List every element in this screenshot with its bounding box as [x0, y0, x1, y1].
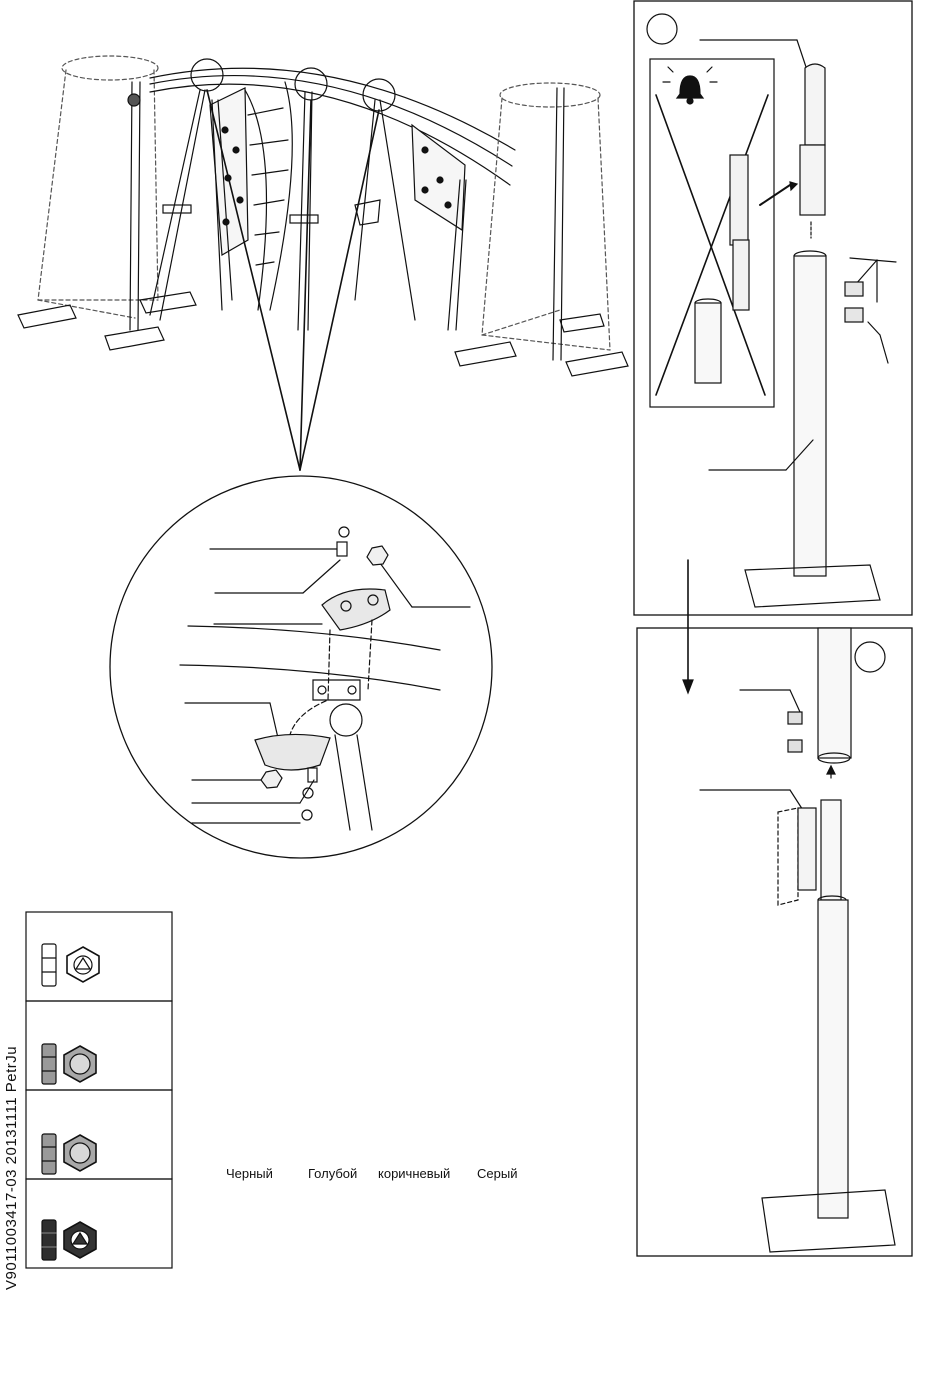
step-2-panel [637, 628, 912, 1256]
hex-nut-white-icon [42, 944, 99, 986]
document-code: V9011003417-03 20131111 PetrJu [3, 990, 25, 1290]
color-label-brown: коричневый [378, 1166, 450, 1181]
bracket-detail-zoom [110, 476, 492, 858]
nut-type-table [26, 912, 172, 1268]
color-label-black: Черный [226, 1166, 273, 1181]
step-1-panel [634, 1, 912, 615]
color-label-gray: Серый [477, 1166, 517, 1181]
step-number-circle [647, 14, 677, 44]
bell-warning-icon [663, 67, 717, 104]
hex-nut-gray-icon [42, 1044, 96, 1084]
step-number-circle [855, 642, 885, 672]
hex-nut-black-icon [42, 1220, 96, 1260]
hex-nut-gray-icon [42, 1134, 96, 1174]
playset-overview [18, 56, 628, 470]
color-label-blue: Голубой [308, 1166, 357, 1181]
